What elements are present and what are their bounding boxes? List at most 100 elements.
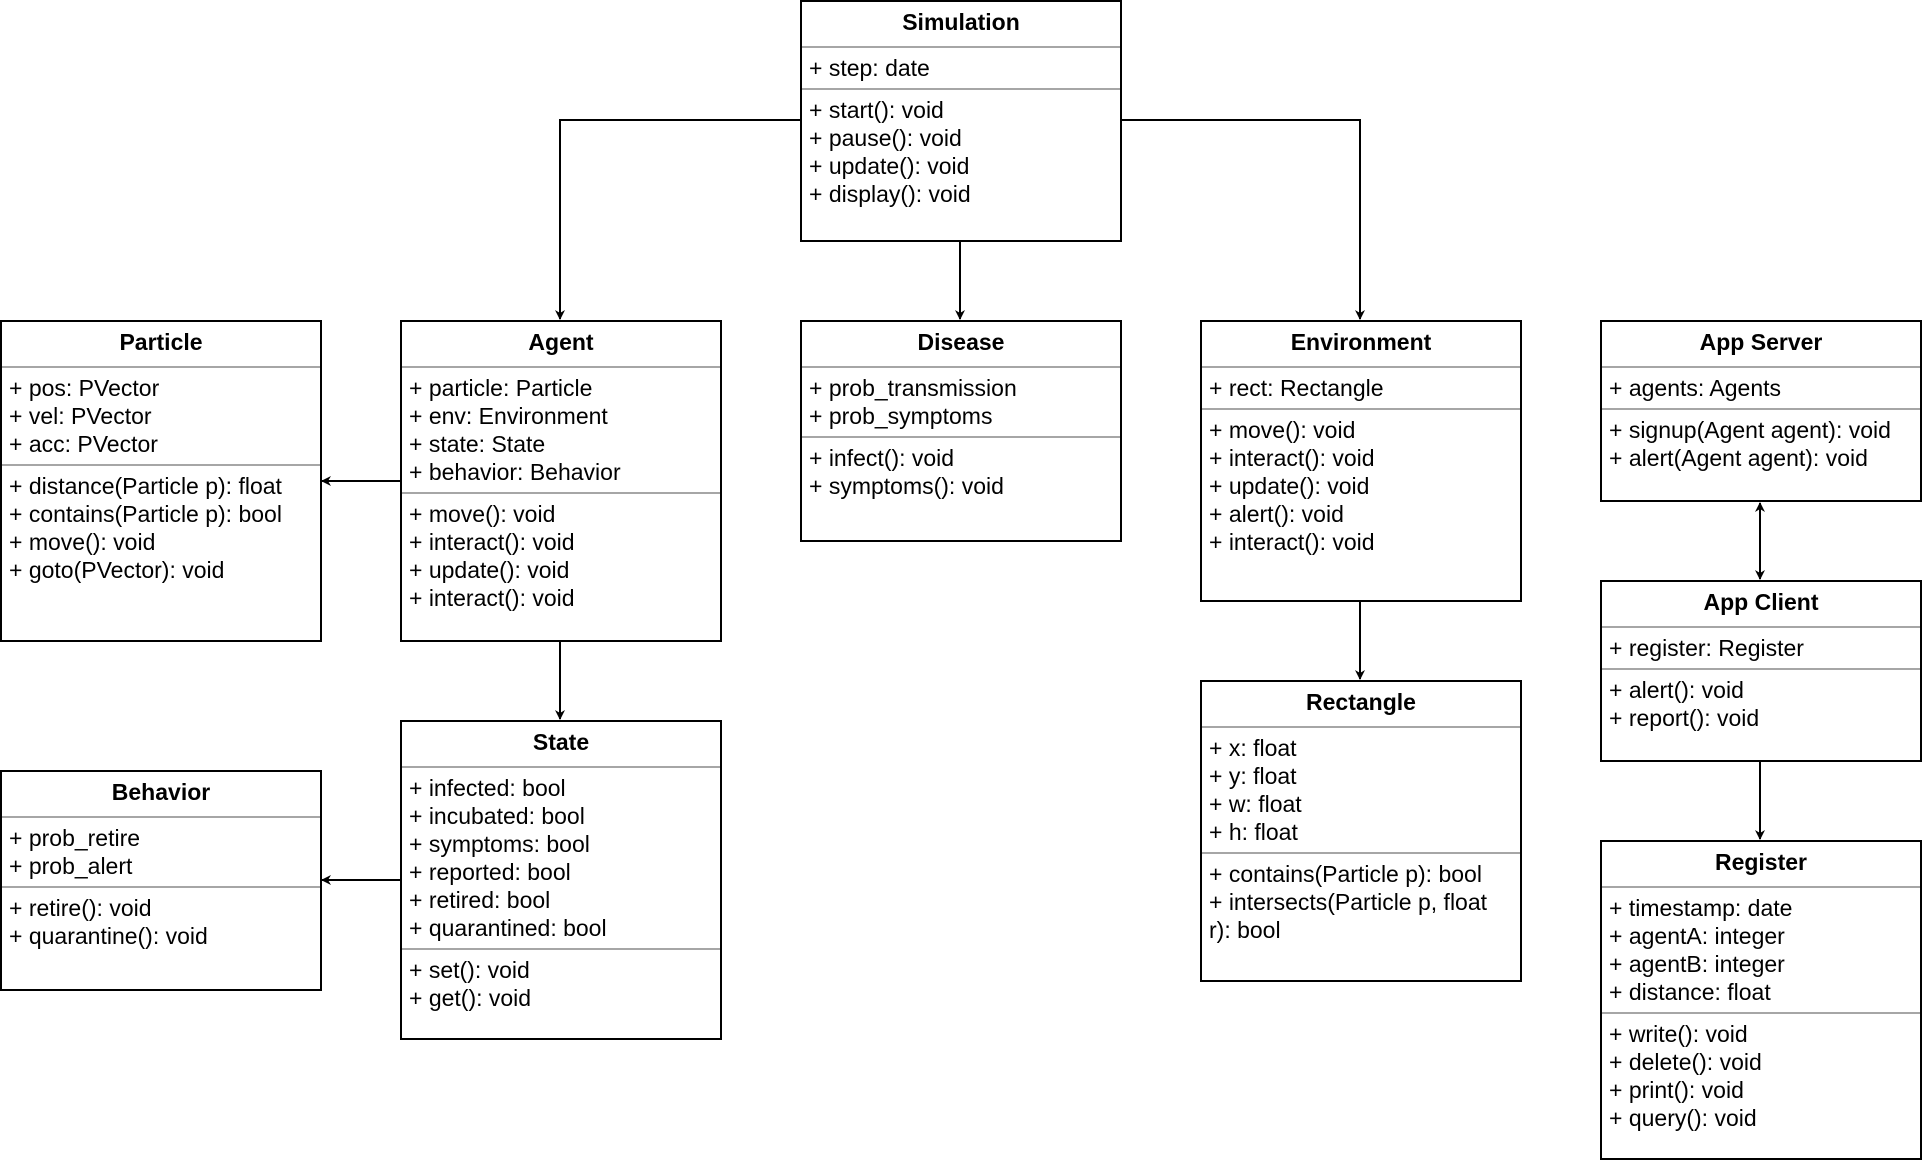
attribute-item: + prob_retire — [9, 825, 141, 851]
class-app-client[interactable]: App Client + register: Register + alert():… — [1600, 580, 1922, 762]
attributes-section: + step: date — [802, 48, 1120, 90]
class-environment[interactable]: Environment + rect: Rectangle + move(): vo… — [1200, 320, 1522, 602]
attribute-item: + state: State — [409, 431, 546, 457]
attributes-section: + rect: Rectangle — [1202, 368, 1520, 410]
methods-section: + move(): void + interact(): void + update… — [1202, 410, 1520, 562]
method-item: + display(): void — [809, 181, 971, 207]
methods-section: + contains(Particle p): bool+ intersects… — [1202, 854, 1520, 950]
method-item: + distance(Particle p): float — [9, 473, 282, 499]
class-title: App Client — [1602, 582, 1920, 628]
class-title: Simulation — [802, 2, 1120, 48]
methods-section: + retire(): void+ quarantine(): void — [2, 888, 320, 956]
method-item: + set(): void — [409, 957, 530, 983]
attributes-section: + timestamp: date+ agentA: integer+ agen… — [1602, 888, 1920, 1014]
attribute-item: + agentA: integer — [1609, 923, 1785, 949]
attribute-item: + h: float — [1209, 819, 1298, 845]
method-item: + report(): void — [1609, 705, 1760, 731]
class-particle[interactable]: Particle+ pos: PVector+ vel: PVector+ ac… — [0, 320, 322, 642]
method-item: + alert(): void — [1209, 501, 1344, 527]
method-item: + delete(): void — [1609, 1049, 1762, 1075]
method-item: + update(): void — [409, 557, 570, 583]
methods-section: + move(): void+ interact(): void+ update… — [402, 494, 720, 618]
method-item: + infect(): void — [809, 445, 955, 471]
attributes-section: + prob_transmission+ prob_symptoms — [802, 368, 1120, 438]
method-item: + goto(PVector): void — [9, 557, 225, 583]
methods-section: + write(): void+ delete(): void+ print()… — [1602, 1014, 1920, 1138]
attribute-item: + timestamp: date — [1609, 895, 1793, 921]
method-item: + symptoms(): void — [809, 473, 1004, 499]
attribute-item: + symptoms: bool — [409, 831, 590, 857]
method-item: + query(): void — [1609, 1105, 1757, 1131]
method-item: + intersects(Particle p, float r): bool — [1209, 889, 1488, 943]
attribute-item: + register: Register — [1609, 635, 1804, 661]
class-title: State — [402, 722, 720, 768]
class-title: Behavior — [2, 772, 320, 818]
attribute-item: + agents: Agents — [1609, 375, 1781, 401]
class-disease[interactable]: Disease+ prob_transmission+ prob_symptom… — [800, 320, 1122, 542]
attributes-section: + register: Register — [1602, 628, 1920, 670]
attribute-item: + agentB: integer — [1609, 951, 1785, 977]
method-item: + move(): void — [1209, 417, 1356, 443]
method-item: + update(): void — [809, 153, 970, 179]
attributes-section: + prob_retire+ prob_alert — [2, 818, 320, 888]
method-item: + alert(): void — [1609, 677, 1744, 703]
class-rectangle[interactable]: Rectangle+ x: float+ y: float+ w: float+… — [1200, 680, 1522, 982]
methods-section: + infect(): void+ symptoms(): void — [802, 438, 1120, 506]
class-title: Environment — [1202, 322, 1520, 368]
methods-section: + set(): void+ get(): void — [402, 950, 720, 1018]
attribute-item: + y: float — [1209, 763, 1297, 789]
method-item: + pause(): void — [809, 125, 962, 151]
method-item: + move(): void — [9, 529, 156, 555]
attribute-item: + quarantined: bool — [409, 915, 607, 941]
method-item: + quarantine(): void — [9, 923, 208, 949]
attribute-item: + retired: bool — [409, 887, 551, 913]
attribute-item: + behavior: Behavior — [409, 459, 621, 485]
methods-section: + distance(Particle p): float+ contains(… — [2, 466, 320, 590]
class-title: Agent — [402, 322, 720, 368]
method-item: + write(): void — [1609, 1021, 1748, 1047]
method-item: + contains(Particle p): bool — [9, 501, 282, 527]
method-item: + start(): void — [809, 97, 944, 123]
method-item: + contains(Particle p): bool — [1209, 861, 1482, 887]
class-behavior[interactable]: Behavior+ prob_retire+ prob_alert+ retir… — [0, 770, 322, 991]
connector-simulation-environment — [1121, 119, 1365, 320]
class-register[interactable]: Register+ timestamp: date+ agentA: integ… — [1600, 840, 1922, 1160]
attribute-item: + incubated: bool — [409, 803, 585, 829]
class-title: Disease — [802, 322, 1120, 368]
attribute-item: + prob_symptoms — [809, 403, 993, 429]
attribute-item: + particle: Particle — [409, 375, 593, 401]
class-title: App Server — [1602, 322, 1920, 368]
attributes-section: + infected: bool+ incubated: bool+ sympt… — [402, 768, 720, 950]
attributes-section: + pos: PVector+ vel: PVector+ acc: PVect… — [2, 368, 320, 466]
method-item: + alert(Agent agent): void — [1609, 445, 1868, 471]
method-item: + interact(): void — [409, 585, 575, 611]
class-app-server[interactable]: App Server + agents: Agents + signup(Agent… — [1600, 320, 1922, 502]
attribute-item: + rect: Rectangle — [1209, 375, 1384, 401]
attribute-item: + env: Environment — [409, 403, 608, 429]
methods-section: + alert(): void+ report(): void — [1602, 670, 1920, 738]
connector-simulation-agent — [555, 119, 801, 320]
class-state[interactable]: State+ infected: bool+ incubated: bool+ … — [400, 720, 722, 1040]
attributes-section: + agents: Agents — [1602, 368, 1920, 410]
class-simulation[interactable]: Simulation + step: date + start(): void+ p… — [800, 0, 1122, 242]
method-item: + update(): void — [1209, 473, 1370, 499]
method-item: + interact(): void — [1209, 529, 1375, 555]
attribute-item: + reported: bool — [409, 859, 571, 885]
attribute-item: + vel: PVector — [9, 403, 152, 429]
method-item: + print(): void — [1609, 1077, 1744, 1103]
class-title: Rectangle — [1202, 682, 1520, 728]
attribute-item: + prob_alert — [9, 853, 133, 879]
class-title: Particle — [2, 322, 320, 368]
method-item: + interact(): void — [409, 529, 575, 555]
methods-section: + signup(Agent agent): void+ alert(Agent… — [1602, 410, 1920, 478]
attribute-item: + infected: bool — [409, 775, 566, 801]
attribute-item: + acc: PVector — [9, 431, 158, 457]
class-agent[interactable]: Agent + particle: Particle+ env: Environm… — [400, 320, 722, 642]
attribute-item: + w: float — [1209, 791, 1302, 817]
attribute-item: + prob_transmission — [809, 375, 1017, 401]
method-item: + get(): void — [409, 985, 532, 1011]
attribute-item: + step: date — [809, 55, 930, 81]
method-item: + move(): void — [409, 501, 556, 527]
